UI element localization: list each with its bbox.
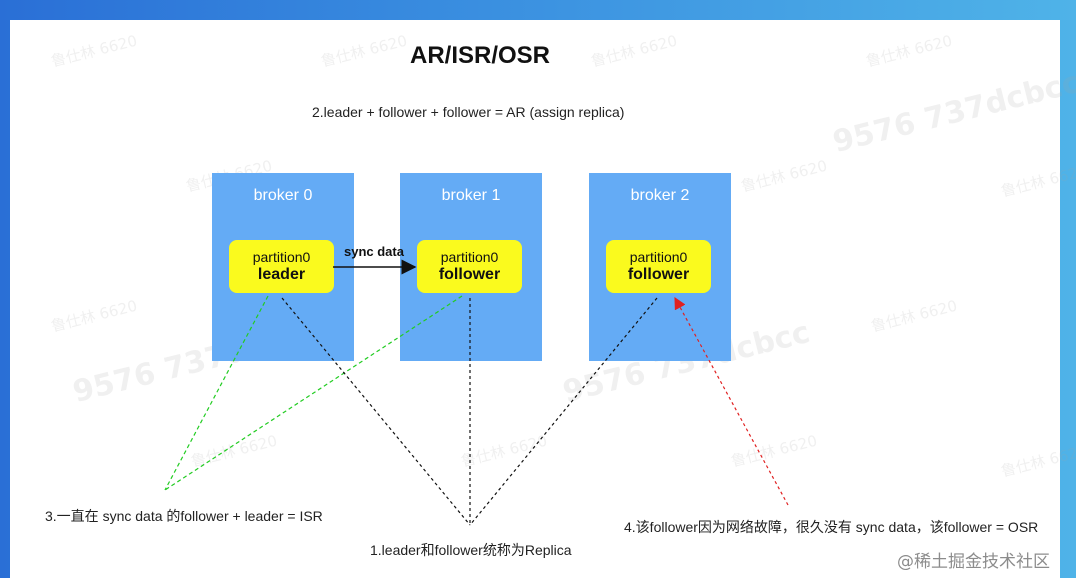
sync-data-label: sync data xyxy=(344,244,404,259)
ar-note: 2.leader + follower + follower = AR (ass… xyxy=(312,104,625,120)
broker-2-box: broker 2 partition0 follower xyxy=(589,173,731,361)
partition-name: partition0 xyxy=(252,249,311,265)
broker-label: broker 0 xyxy=(253,187,313,204)
broker-0-box: broker 0 partition0 leader xyxy=(212,173,354,361)
partition-follower-box: partition0 follower xyxy=(417,240,522,293)
partition-leader-box: partition0 leader xyxy=(229,240,334,293)
partition-name: partition0 xyxy=(629,249,688,265)
osr-note: 4.该follower因为网络故障，很久没有 sync data，该follow… xyxy=(624,519,1039,535)
connector-lines xyxy=(164,259,789,526)
isr-line xyxy=(164,295,463,491)
isr-line xyxy=(164,295,269,491)
broker-1-box: broker 1 partition0 follower xyxy=(400,173,542,361)
partition-role: leader xyxy=(257,266,306,283)
partition-name: partition0 xyxy=(440,249,499,265)
broker-label: broker 2 xyxy=(630,187,690,204)
osr-arrow xyxy=(674,296,789,506)
brand-watermark: @稀土掘金技术社区 xyxy=(897,552,1050,572)
partition-follower-box: partition0 follower xyxy=(606,240,711,293)
replica-line xyxy=(469,297,658,526)
replica-line xyxy=(281,297,471,526)
replica-note: 1.leader和follower统称为Replica xyxy=(370,542,572,558)
isr-note: 3.一直在 sync data 的follower + leader = ISR xyxy=(45,508,323,524)
broker-label: broker 1 xyxy=(441,187,501,204)
page-title: AR/ISR/OSR xyxy=(409,42,550,69)
partition-role: follower xyxy=(627,266,690,283)
partition-role: follower xyxy=(438,266,501,283)
diagram-canvas: 鲁仕林 6620 鲁仕林 6620 鲁仕林 6620 鲁仕林 6620 9576… xyxy=(10,20,1076,578)
